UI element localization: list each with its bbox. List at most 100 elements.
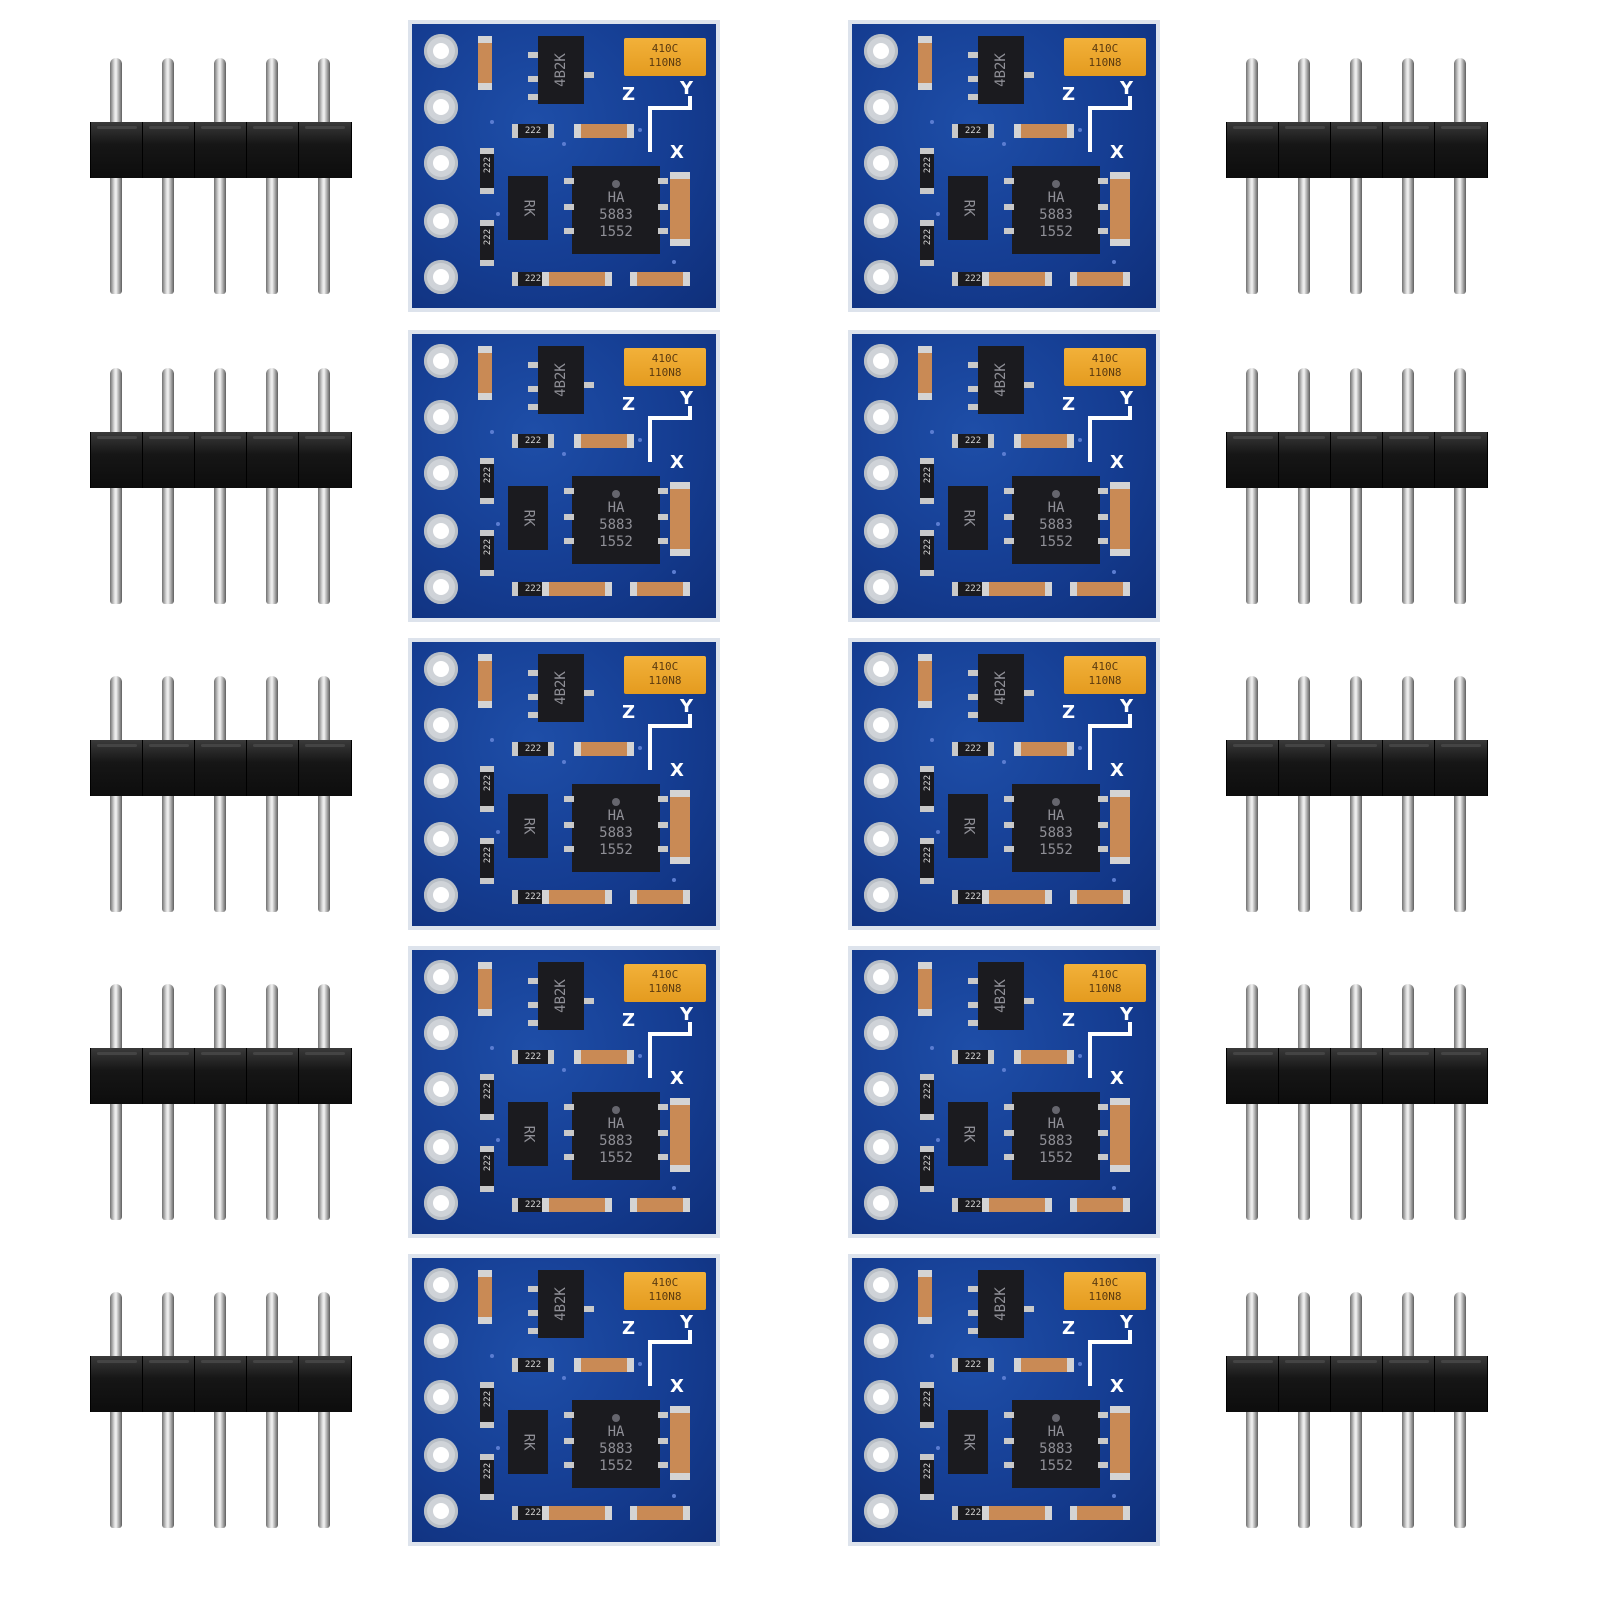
header-pin: [1330, 982, 1384, 1222]
pin-plastic-block: [1382, 432, 1436, 488]
pin-hole: [424, 146, 458, 180]
regulator-chip: 4B2K: [528, 36, 594, 104]
capacitor-label-1: 410C: [1091, 660, 1119, 673]
header-pin: [1382, 56, 1436, 296]
header-pin: [142, 982, 196, 1222]
pin-hole: [864, 204, 898, 238]
resistor-222-vertical: 222: [480, 838, 494, 884]
axis-arrow: [648, 106, 692, 110]
smd-component: [1014, 742, 1074, 756]
capacitor-label-2: 110N8: [1088, 982, 1122, 995]
pin-plastic-block: [1278, 432, 1332, 488]
chip-lead: [528, 1310, 538, 1316]
ic-label-1: HA: [607, 190, 625, 206]
axis-z-label: Z: [622, 1010, 636, 1031]
header-pin: [1434, 674, 1488, 914]
axis-arrow: [688, 1022, 692, 1036]
smd-component: [982, 582, 1052, 596]
via-dot: [638, 1362, 642, 1366]
ic-label-1: HA: [607, 1116, 625, 1132]
resistor-222-vertical: 222: [920, 1454, 934, 1500]
via-dot: [490, 738, 494, 742]
chip-lead: [584, 1306, 594, 1312]
chip-lead: [1098, 1130, 1108, 1136]
capacitor-label-2: 110N8: [1088, 366, 1122, 379]
pin-hole: [424, 570, 458, 604]
pin-hole: [424, 1072, 458, 1106]
chip-lead: [528, 1020, 538, 1026]
axis-arrow: [1088, 416, 1092, 462]
resistor-222: 222: [512, 434, 554, 448]
pin-hole: [424, 822, 458, 856]
pin-plastic-block: [194, 1048, 248, 1104]
axis-x-label: X: [1110, 760, 1124, 781]
pin1-dot: [1052, 798, 1060, 806]
smd-component: [1014, 434, 1074, 448]
smd-component: [1070, 582, 1130, 596]
capacitor-label-2: 110N8: [648, 674, 682, 687]
via-dot: [1002, 760, 1006, 764]
chip-lead: [968, 670, 978, 676]
axis-x-label: X: [670, 1068, 684, 1089]
pin-plastic-block: [1278, 740, 1332, 796]
smd-capacitor: [478, 654, 492, 708]
via-dot: [562, 142, 566, 146]
header-pin: [246, 982, 300, 1222]
chip-lead: [1004, 488, 1014, 494]
pin-hole: [424, 878, 458, 912]
rk-chip: RK: [948, 1410, 988, 1474]
resistor-222: 222: [512, 1358, 554, 1372]
via-dot: [1002, 452, 1006, 456]
chip-lead: [1098, 1412, 1108, 1418]
resistor-222: 222: [512, 742, 554, 756]
pin-plastic-block: [142, 1048, 196, 1104]
resistor-222-vertical: 222: [480, 1146, 494, 1192]
capacitor-label-1: 410C: [651, 968, 679, 981]
pin-plastic-block: [90, 122, 144, 178]
pin-hole: [864, 1130, 898, 1164]
header-pin: [1434, 982, 1488, 1222]
resistor-label: 222: [964, 584, 982, 594]
pin-plastic-block: [194, 740, 248, 796]
header-pin: [90, 982, 144, 1222]
smd-component: [542, 1198, 612, 1212]
resistor-label: 222: [483, 538, 494, 556]
pin-plastic-block: [90, 432, 144, 488]
chip-lead: [1024, 1306, 1034, 1312]
capacitor-label-1: 410C: [651, 42, 679, 55]
pin-plastic-block: [194, 1356, 248, 1412]
resistor-222-vertical: 222: [480, 148, 494, 194]
smd-component: [1014, 124, 1074, 138]
pin1-dot: [1052, 1106, 1060, 1114]
chip-lead: [528, 1286, 538, 1292]
smd-component: [630, 1506, 690, 1520]
rk-chip: RK: [948, 794, 988, 858]
axis-arrow: [1128, 96, 1132, 110]
pin-plastic-block: [246, 740, 300, 796]
smd-capacitor: [670, 1098, 690, 1172]
axis-x-label: X: [1110, 1068, 1124, 1089]
resistor-label: 222: [964, 1360, 982, 1370]
pin-hole: [424, 960, 458, 994]
header-pin: [90, 674, 144, 914]
capacitor-label-1: 410C: [651, 1276, 679, 1289]
chip-lead: [1098, 846, 1108, 852]
pin-hole: [424, 1324, 458, 1358]
rk-label: RK: [959, 509, 976, 527]
via-dot: [562, 1376, 566, 1380]
smd-component: [1014, 1050, 1074, 1064]
resistor-label: 222: [483, 1390, 494, 1408]
rk-chip: RK: [508, 1102, 548, 1166]
resistor-222-vertical: 222: [480, 530, 494, 576]
header-pin: [1226, 1290, 1280, 1530]
via-dot: [638, 438, 642, 442]
axis-arrow: [688, 406, 692, 420]
